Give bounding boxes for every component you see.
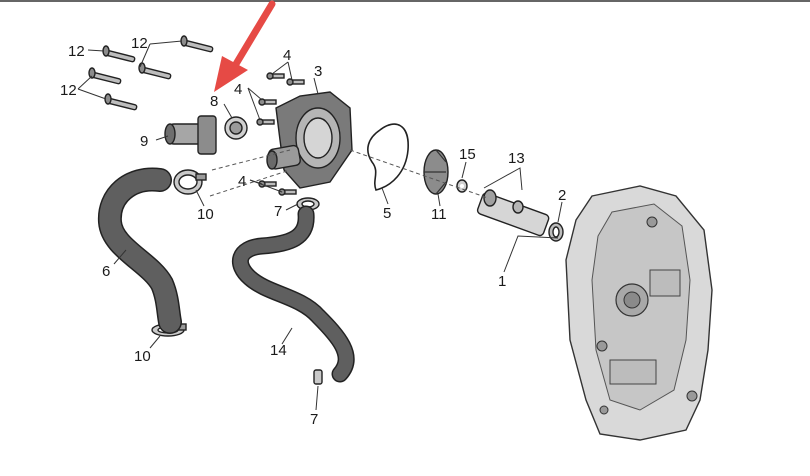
gasket-part-5 — [367, 123, 409, 191]
thermostat-housing-part-9 — [164, 115, 217, 155]
hose-clamp-part-10-upper — [173, 169, 207, 195]
callout-12: 12 — [68, 43, 85, 60]
callout-5: 5 — [383, 205, 391, 222]
callout-3: 3 — [314, 63, 322, 80]
callout-1: 1 — [498, 273, 506, 290]
hose-clamp-part-7-lower — [313, 369, 323, 385]
screw-4-mid-a — [258, 98, 277, 106]
callout-10: 10 — [134, 348, 151, 365]
highlight-arrow — [214, 0, 276, 92]
bolt-12-middle — [138, 62, 172, 80]
impeller-part-11 — [423, 149, 449, 195]
callout-4: 4 — [238, 173, 246, 190]
pump-housing-part-3 — [266, 91, 353, 189]
thermostat-part-8 — [224, 116, 248, 140]
callout-6: 6 — [102, 263, 110, 280]
callout-7: 7 — [274, 203, 282, 220]
callout-11: 11 — [431, 206, 447, 223]
callout-15: 15 — [459, 146, 476, 163]
callout-14: 14 — [270, 342, 287, 359]
callout-12: 12 — [60, 82, 77, 99]
callout-2: 2 — [558, 187, 566, 204]
screw-4-top-a — [266, 72, 285, 80]
callout-10: 10 — [197, 206, 214, 223]
shaft-part-1 — [476, 189, 550, 237]
washer-part-15 — [456, 179, 468, 193]
bolt-12-bottom — [104, 93, 138, 111]
callout-7: 7 — [310, 411, 318, 428]
callout-4: 4 — [234, 81, 242, 98]
screw-4-top-b — [286, 78, 305, 86]
callout-12: 12 — [131, 35, 148, 52]
seal-ring-part-2 — [548, 222, 564, 242]
screw-4-bottom-b — [278, 188, 297, 196]
callout-13: 13 — [508, 150, 525, 167]
callout-9: 9 — [140, 133, 148, 150]
callout-4: 4 — [283, 47, 291, 64]
engine-side-cover — [565, 185, 713, 441]
callout-8: 8 — [210, 93, 218, 110]
bolt-12-left — [88, 67, 122, 85]
bolt-12-top-right — [180, 35, 214, 53]
